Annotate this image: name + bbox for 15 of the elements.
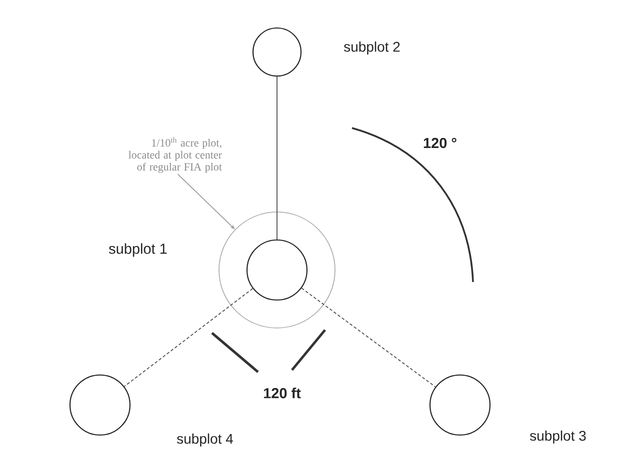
subplot-label: subplot 1	[108, 243, 167, 257]
plot-circle	[218, 212, 336, 328]
subplot-label: subplot 4	[176, 433, 233, 447]
connector-line	[124, 288, 254, 387]
subplot-label: subplot 2	[344, 41, 400, 55]
angle-label: 120 °	[424, 138, 456, 148]
subplot-label: subplot 3	[530, 430, 586, 444]
subplot-circle	[429, 374, 491, 436]
connector-line	[301, 288, 436, 388]
subplot-circle	[69, 374, 131, 436]
distance-label: 120 ft	[264, 388, 301, 398]
subplot-circle	[246, 239, 308, 301]
annotation-text: 1/10$^{th}$ acre plot, located at plot center of regular FIA plot	[128, 137, 222, 173]
subplot-circle	[252, 27, 302, 77]
connector-line	[276, 76, 278, 240]
